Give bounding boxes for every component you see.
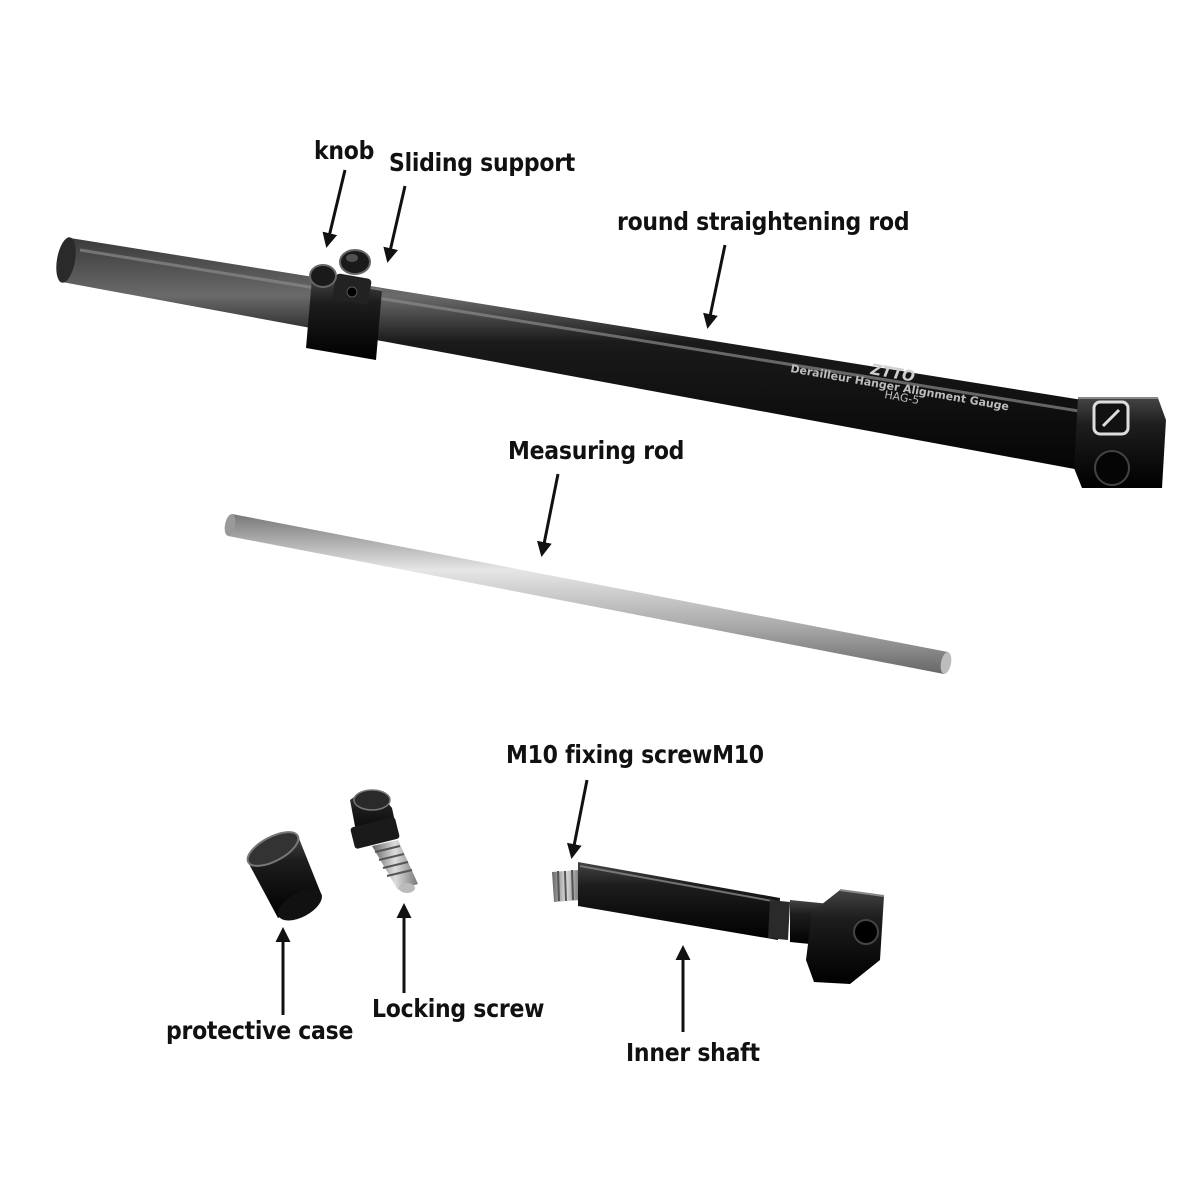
label-sliding-support: Sliding support	[389, 148, 576, 177]
locking-screw	[350, 789, 418, 893]
label-inner-shaft: Inner shaft	[626, 1038, 760, 1067]
rod-end-block	[1074, 397, 1166, 488]
arrow-sliding-support	[383, 185, 407, 263]
measuring-rod	[224, 514, 952, 674]
label-measuring-rod: Measuring rod	[508, 436, 685, 465]
arrow-measuring-rod	[536, 473, 560, 557]
protective-case	[246, 831, 322, 921]
label-m10-fixing-screw: M10 fixing screwM10	[506, 740, 764, 769]
arrow-knob	[322, 169, 347, 248]
label-protective-case: protective case	[166, 1016, 354, 1045]
label-round-straightening-rod: round straightening rod	[617, 207, 910, 236]
knob	[309, 249, 371, 288]
inner-shaft	[552, 862, 885, 984]
callout-arrows	[275, 169, 727, 1032]
arrow-m10-screw	[566, 779, 589, 859]
rod-model-print: HAG-5	[883, 388, 920, 407]
label-locking-screw: Locking screw	[372, 994, 545, 1023]
label-knob: knob	[314, 136, 375, 165]
arrow-round-rod	[703, 244, 727, 329]
